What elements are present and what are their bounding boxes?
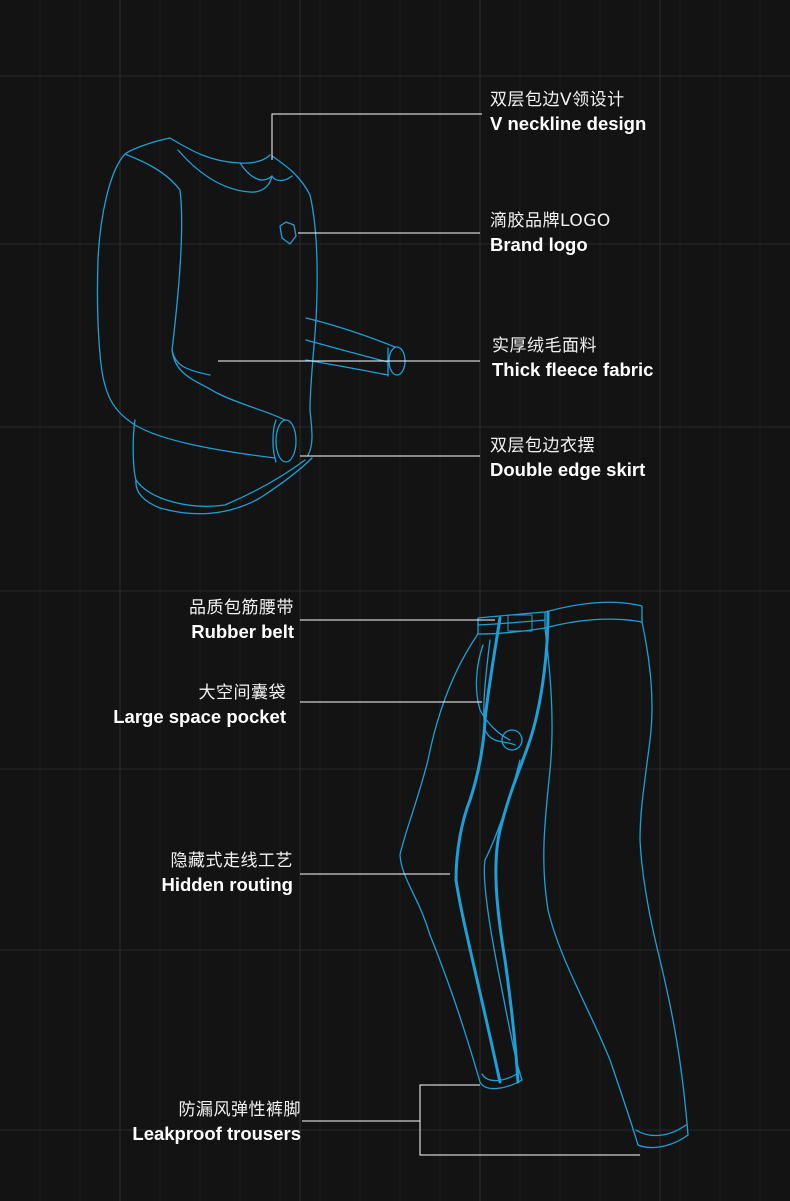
callout-routing-en: Hidden routing: [161, 874, 293, 895]
callout-skirt-en: Double edge skirt: [490, 459, 646, 480]
callout-v-neckline: 双层包边V领设计 V neckline design: [490, 89, 646, 137]
callout-routing: 隐藏式走线工艺 Hidden routing: [161, 850, 293, 898]
callout-pocket: 大空间囊袋 Large space pocket: [113, 682, 286, 730]
routing-seam: [454, 616, 502, 1084]
callout-v-neckline-en: V neckline design: [490, 113, 647, 134]
callout-skirt: 双层包边衣摆 Double edge skirt: [490, 435, 645, 483]
thermal-top-drawing: [96, 137, 406, 515]
callout-rubber-belt-en: Rubber belt: [191, 621, 294, 642]
leader-v-neckline: [271, 113, 482, 160]
callout-skirt-cn: 双层包边衣摆: [490, 436, 595, 456]
callout-pocket-cn: 大空间囊袋: [198, 683, 286, 703]
callout-routing-cn: 隐藏式走线工艺: [170, 851, 293, 871]
callout-pocket-en: Large space pocket: [113, 706, 286, 727]
callout-trousers: 防漏风弹性裤脚 Leakproof trousers: [132, 1099, 301, 1147]
callout-trousers-en: Leakproof trousers: [132, 1123, 301, 1144]
callout-rubber-belt: 品质包筋腰带 Rubber belt: [189, 597, 294, 645]
callout-fleece: 实厚绒毛面料 Thick fleece fabric: [492, 335, 653, 383]
callout-rubber-belt-cn: 品质包筋腰带: [189, 598, 294, 618]
leader-trousers: [302, 1084, 640, 1156]
callout-fleece-cn: 实厚绒毛面料: [492, 336, 597, 356]
callout-v-neckline-cn: 双层包边V领设计: [490, 90, 625, 110]
callout-trousers-cn: 防漏风弹性裤脚: [178, 1100, 301, 1120]
callout-brand-logo-en: Brand logo: [490, 234, 588, 255]
callout-fleece-en: Thick fleece fabric: [492, 359, 654, 380]
callout-brand-logo-cn: 滴胶品牌LOGO: [490, 211, 611, 231]
callout-brand-logo: 滴胶品牌LOGO Brand logo: [490, 210, 611, 258]
